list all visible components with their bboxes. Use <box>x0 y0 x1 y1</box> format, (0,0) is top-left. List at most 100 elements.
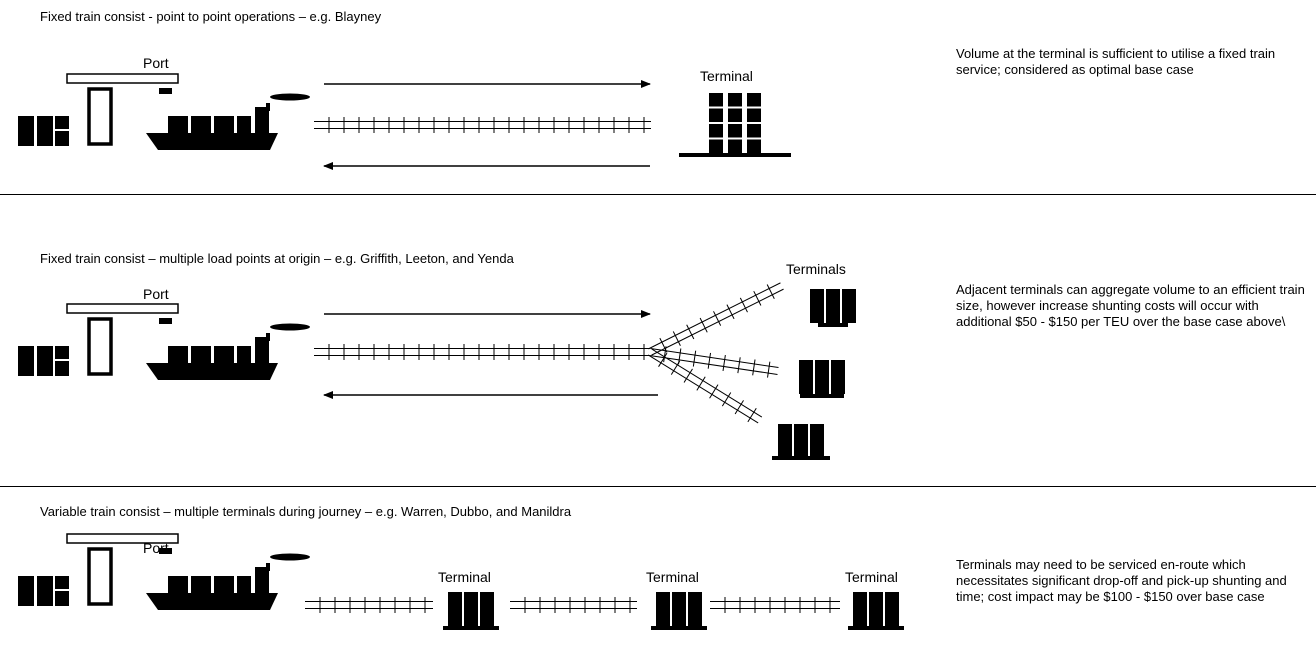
terminal-group <box>443 93 904 630</box>
terminal-icon <box>772 424 830 460</box>
section-3-description: Terminals may need to be serviced en-rou… <box>956 557 1287 604</box>
ship-bridge <box>255 107 269 133</box>
container-icon <box>37 116 53 146</box>
smoke-plume <box>270 553 310 561</box>
ship-container <box>214 346 234 363</box>
ship-container <box>191 346 211 363</box>
port-scene <box>18 533 310 610</box>
rail-sleeper <box>747 408 757 423</box>
rail-track <box>314 117 651 133</box>
rail-sleeper <box>721 392 732 407</box>
container-block <box>869 592 883 626</box>
ship-container <box>237 346 251 363</box>
container-block <box>810 424 824 456</box>
container-icon <box>18 116 34 146</box>
crane-frame <box>87 547 113 606</box>
terminal-base <box>818 323 848 327</box>
rail <box>649 354 778 375</box>
rail-sleeper <box>766 284 775 300</box>
container-block <box>810 289 824 323</box>
ship-bridge <box>255 337 269 363</box>
terminal-icon <box>848 592 904 630</box>
terminal-base <box>651 626 707 630</box>
ship-bridge <box>255 567 269 593</box>
terminal-icon <box>799 360 845 398</box>
port-scene <box>18 73 310 150</box>
ship-container <box>191 116 211 133</box>
ship-container <box>191 576 211 593</box>
rail-sleeper <box>707 352 712 369</box>
rail-sleeper <box>737 357 741 374</box>
container-block <box>826 289 840 323</box>
rail-track <box>305 597 433 613</box>
terminal-base <box>800 394 844 398</box>
terminal-icon <box>443 592 499 630</box>
container-icon <box>55 591 69 606</box>
section-2-heading: Fixed train consist – multiple load poin… <box>40 251 514 266</box>
container-block <box>464 592 478 626</box>
rail-sleeper <box>658 352 668 367</box>
rail-sleeper <box>699 317 708 333</box>
container-block <box>688 592 702 626</box>
ship-container <box>168 116 188 133</box>
rail <box>651 288 784 356</box>
ship-container <box>168 346 188 363</box>
rail-track <box>649 346 779 378</box>
section-divider <box>0 194 1316 195</box>
rail-sleeper <box>753 290 762 306</box>
container-block <box>794 424 808 456</box>
crane-spreader <box>159 548 172 554</box>
section-1-heading: Fixed train consist - point to point ope… <box>40 9 382 24</box>
container-icon <box>55 576 69 589</box>
ship-hull <box>146 593 278 610</box>
terminal-label: Terminal <box>845 569 898 585</box>
rail-sleeper <box>713 311 722 326</box>
port-label: Port <box>143 286 169 302</box>
smoke-plume <box>270 93 310 101</box>
container-block <box>480 592 494 626</box>
container-block <box>831 360 845 394</box>
rail <box>647 354 759 424</box>
terminal-label: Terminal <box>646 569 699 585</box>
rail <box>648 282 781 350</box>
rail-sleeper <box>734 400 744 415</box>
container-block <box>815 360 829 394</box>
rail-track-group <box>305 117 840 613</box>
smoke-plume <box>270 323 310 331</box>
rail-track <box>710 597 840 613</box>
container-icon <box>37 346 53 376</box>
rail-sleeper <box>686 324 695 340</box>
section-1-description: Volume at the terminal is sufficient to … <box>956 46 1276 77</box>
container-icon <box>55 116 69 129</box>
ship-container <box>168 576 188 593</box>
section-divider <box>0 486 1316 487</box>
container-block <box>842 289 856 323</box>
ship-funnel <box>266 103 270 111</box>
rail-track <box>647 348 763 424</box>
terminal-label: Terminal <box>700 68 753 84</box>
terminal-label: Terminal <box>438 569 491 585</box>
container-icon <box>18 346 34 376</box>
ship-container <box>237 576 251 593</box>
container-block <box>709 108 723 122</box>
ship-funnel <box>266 333 270 341</box>
port-label: Port <box>143 55 169 71</box>
container-block <box>747 139 761 153</box>
terminals-label: Terminals <box>786 261 846 277</box>
terminal-icon <box>679 93 791 157</box>
terminal-base <box>679 153 791 157</box>
ship-hull <box>146 363 278 380</box>
rail-sleeper <box>683 368 693 383</box>
rail-sleeper <box>696 376 706 391</box>
container-block <box>747 108 761 122</box>
crane-spreader <box>159 88 172 94</box>
container-block <box>709 93 723 107</box>
crane-frame <box>87 87 113 146</box>
terminal-icon <box>810 289 856 327</box>
rail-sleeper <box>767 361 771 378</box>
crane-boom <box>66 73 179 84</box>
container-icon <box>55 361 69 376</box>
container-block <box>778 424 792 456</box>
container-block <box>799 360 813 394</box>
